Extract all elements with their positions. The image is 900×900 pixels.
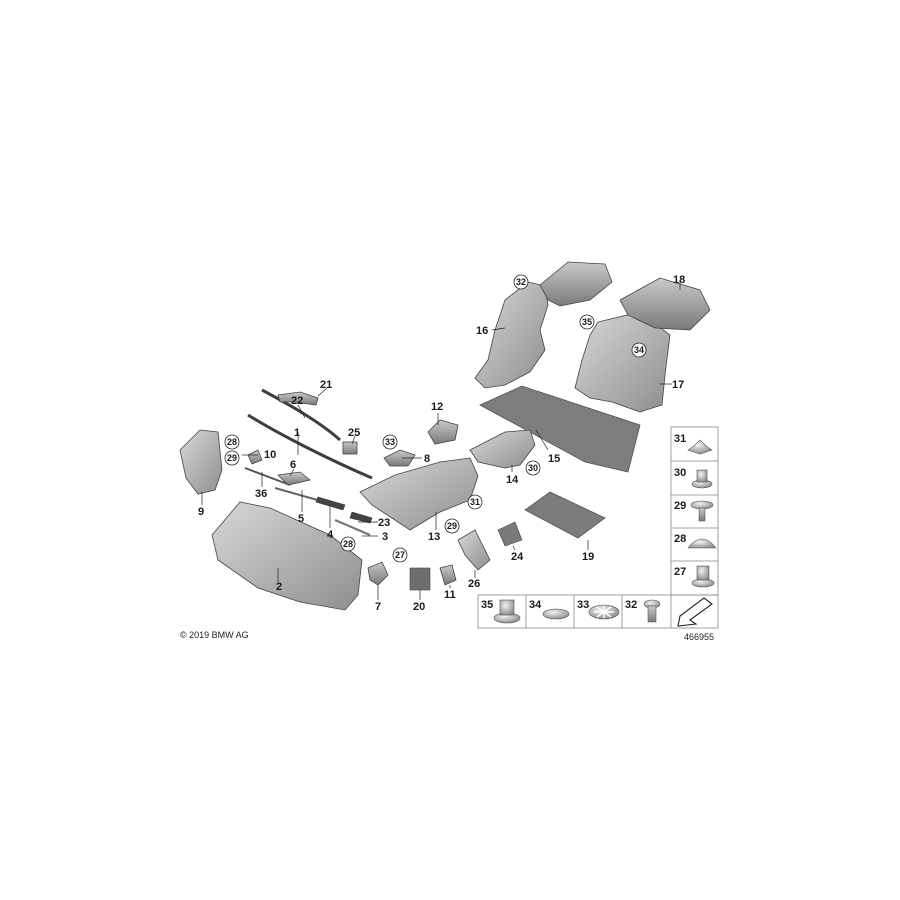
part-11-clip — [439, 564, 457, 586]
callout-22: 22 — [291, 395, 303, 407]
circled-callout-30: 30 — [525, 460, 541, 476]
fastener-34-washer — [542, 608, 570, 620]
part-7-bracket — [367, 561, 389, 586]
part-12-block — [427, 419, 459, 445]
part-1-seal-strip — [247, 413, 373, 480]
svg-text:33: 33 — [385, 437, 395, 447]
callout-9: 9 — [198, 506, 204, 518]
part-22-strip — [261, 388, 342, 442]
callout-26: 26 — [468, 578, 480, 590]
part-2-firewall — [211, 501, 363, 611]
callout-15: 15 — [548, 453, 560, 465]
callout-21: 21 — [320, 379, 332, 391]
fastener-grid: 31 30 29 28 27 35 34 33 32 — [477, 426, 719, 629]
circled-callouts: 28 29 27 28 33 31 29 30 — [224, 274, 647, 563]
svg-text:27: 27 — [395, 550, 405, 560]
fastener-31-nut — [687, 439, 713, 455]
callout-25: 25 — [348, 427, 360, 439]
svg-text:29: 29 — [227, 453, 237, 463]
part-19-mat — [524, 491, 606, 539]
callout-4: 4 — [327, 529, 334, 541]
callout-17: 17 — [672, 379, 684, 391]
callout-7: 7 — [375, 601, 381, 613]
callout-20: 20 — [413, 601, 425, 613]
circled-callout-31: 31 — [467, 494, 483, 510]
circled-callout-27: 27 — [392, 547, 408, 563]
part-26-shield — [457, 529, 491, 571]
fastener-label-35: 35 — [481, 599, 493, 611]
fastener-label-27: 27 — [674, 566, 686, 578]
part-15-trunk-mat — [479, 385, 641, 473]
diagram-number: 466955 — [684, 632, 714, 642]
callout-1: 1 — [294, 427, 300, 439]
circled-callout-34: 34 — [631, 342, 647, 358]
callout-10: 10 — [264, 449, 276, 461]
part-14-tunnel — [469, 429, 536, 469]
part-18-rear-panel — [619, 277, 711, 331]
callout-6: 6 — [290, 459, 296, 471]
svg-text:32: 32 — [516, 277, 526, 287]
circled-callout-28-left: 28 — [224, 434, 240, 450]
part-23-strip — [349, 511, 373, 524]
circled-callout-33: 33 — [382, 434, 398, 450]
part-8-bracket — [383, 449, 416, 467]
circled-callout-29-floor: 29 — [444, 518, 460, 534]
part-4-strip — [315, 496, 346, 511]
svg-text:34: 34 — [634, 345, 644, 355]
part-21-strip — [277, 391, 319, 406]
copyright-text: © 2019 BMW AG — [180, 630, 249, 640]
svg-text:28: 28 — [227, 437, 237, 447]
fastener-label-28: 28 — [674, 533, 686, 545]
callout-36: 36 — [255, 488, 267, 500]
direction-arrow-icon — [677, 597, 713, 627]
callout-numbers: 1 2 3 4 5 6 7 8 9 10 11 12 13 14 15 16 1… — [198, 274, 685, 613]
callout-2: 2 — [276, 581, 282, 593]
callout-14: 14 — [506, 474, 519, 486]
fastener-28-cap — [687, 538, 717, 549]
callout-3: 3 — [382, 531, 388, 543]
circled-callout-32: 32 — [513, 274, 529, 290]
callout-16: 16 — [476, 325, 488, 337]
svg-text:35: 35 — [582, 317, 592, 327]
callout-24: 24 — [511, 551, 524, 563]
part-36-strip — [244, 467, 291, 486]
part-3-strip — [334, 518, 371, 537]
part-9-side-panel — [179, 429, 223, 495]
fastener-label-33: 33 — [577, 599, 589, 611]
callout-19: 19 — [582, 551, 594, 563]
svg-text:28: 28 — [343, 539, 353, 549]
callout-23: 23 — [378, 517, 390, 529]
svg-text:30: 30 — [528, 463, 538, 473]
svg-text:31: 31 — [470, 497, 480, 507]
circled-callout-35: 35 — [579, 314, 595, 330]
part-10-clip — [247, 449, 263, 465]
part-17-rear-floor — [574, 311, 671, 413]
svg-text:29: 29 — [447, 521, 457, 531]
part-6-bracket — [277, 471, 311, 486]
callout-13: 13 — [428, 531, 440, 543]
circled-callout-28-firewall: 28 — [340, 536, 356, 552]
fastener-label-32: 32 — [625, 599, 637, 611]
callout-12: 12 — [431, 401, 443, 413]
callout-5: 5 — [298, 513, 304, 525]
part-16-upper-panel — [539, 261, 613, 307]
callout-8: 8 — [424, 453, 430, 465]
callout-18: 18 — [673, 274, 685, 286]
leader-lines — [201, 280, 681, 600]
part-25-pad — [342, 441, 358, 455]
part-20-pad — [409, 567, 431, 591]
fastener-label-31: 31 — [674, 433, 686, 445]
fastener-label-34: 34 — [529, 599, 542, 611]
fastener-label-30: 30 — [674, 467, 686, 479]
part-24-pad — [497, 521, 523, 547]
fastener-label-29: 29 — [674, 500, 686, 512]
callout-11: 11 — [444, 589, 456, 601]
circled-callout-29-left: 29 — [224, 450, 240, 466]
